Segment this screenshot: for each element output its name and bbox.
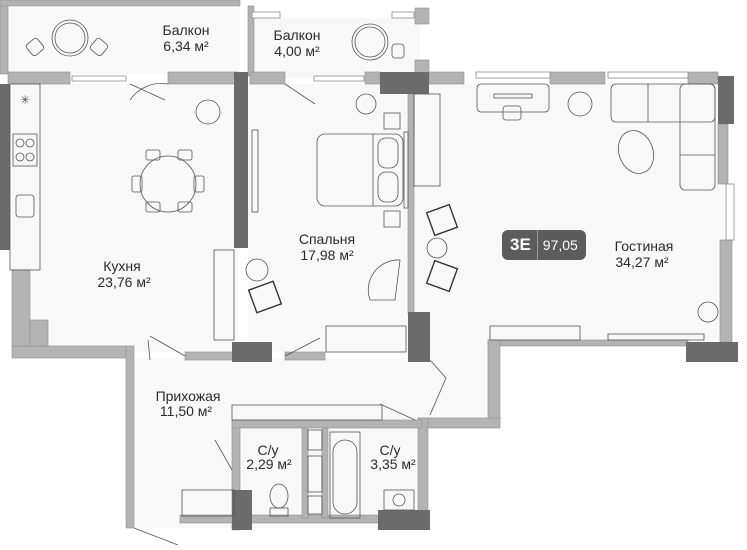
room-name-hallway: Прихожая [156, 388, 221, 404]
room-name-balcony-1: Балкон [163, 22, 210, 38]
room-labels: Балкон 6,34 м² Балкон 4,00 м² Кухня 23,7… [97, 22, 673, 472]
room-name-bathroom-1: С/у [258, 442, 279, 458]
svg-text:✳: ✳ [20, 93, 30, 107]
room-area-bathroom-2: 3,35 м² [370, 456, 416, 472]
room-area-balcony-2: 4,00 м² [274, 43, 320, 59]
structural-columns [0, 72, 738, 530]
room-name-bedroom: Спальня [299, 231, 355, 247]
room-area-living-room: 34,27 м² [615, 254, 669, 270]
room-name-bathroom-2: С/у [380, 442, 401, 458]
room-area-kitchen: 23,76 м² [97, 274, 151, 290]
bathroom-fixtures [181, 404, 415, 519]
balcony-furniture [25, 19, 405, 61]
room-name-kitchen: Кухня [103, 258, 140, 274]
living-room-furniture [413, 83, 719, 341]
apartment-code: 3E [502, 230, 538, 260]
room-name-balcony-2: Балкон [274, 27, 321, 43]
floors [8, 8, 724, 528]
bedroom-furniture [245, 93, 409, 353]
room-area-balcony-1: 6,34 м² [163, 38, 209, 54]
room-area-bedroom: 17,98 м² [300, 247, 354, 263]
walls [0, 0, 733, 531]
room-area-hallway: 11,50 м² [160, 403, 213, 419]
room-area-bathroom-1: 2,29 м² [246, 456, 292, 472]
kitchen-furniture: ✳ [9, 83, 235, 341]
room-name-living-room: Гостиная [615, 238, 674, 254]
doors [129, 83, 447, 546]
apartment-total-area: 97,05 [542, 237, 578, 253]
apartment-badge: 3E 97,05 [502, 230, 586, 260]
windows [71, 11, 735, 241]
